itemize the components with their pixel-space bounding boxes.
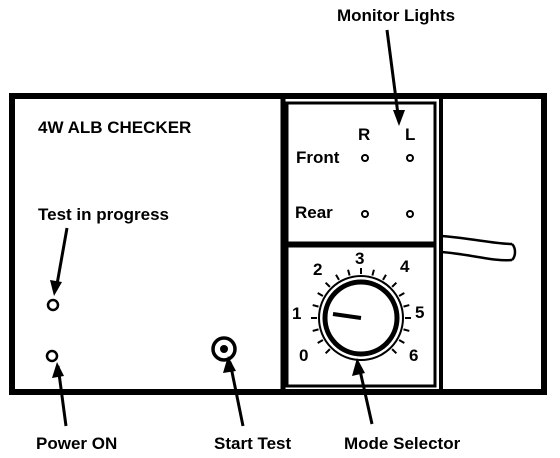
start-test-label: Start Test	[214, 434, 291, 453]
dial-tick	[391, 281, 398, 288]
monitor-row-front: Front	[296, 148, 340, 167]
power-on-lamp	[45, 349, 59, 363]
dial-pos-4: 4	[400, 257, 410, 276]
power-on-arrowhead	[52, 362, 64, 378]
monitor-col-l: L	[405, 125, 415, 144]
mode-selector-label: Mode Selector	[344, 434, 461, 453]
rear-left-light	[406, 210, 414, 218]
dial-tick	[391, 348, 398, 355]
mode-selector-callout-pointer	[357, 365, 374, 425]
start-test-pointer	[228, 361, 245, 427]
test-in-progress-arrowhead	[50, 280, 62, 296]
dial-tick	[398, 339, 405, 344]
front-right-light	[361, 154, 369, 162]
dial-tick	[403, 304, 410, 308]
mode-dial-ticks	[311, 268, 411, 355]
dial-tick	[317, 292, 324, 297]
dial-pos-5: 5	[415, 303, 424, 322]
monitor-row-rear: Rear	[295, 203, 333, 222]
mode-selector-pointer	[332, 312, 362, 320]
monitor-col-r: R	[358, 125, 370, 144]
device-housing	[9, 93, 547, 395]
dial-tick	[324, 348, 331, 355]
dial-pos-2: 2	[313, 260, 322, 279]
start-test-button-center[interactable]	[220, 345, 228, 353]
dial-pos-6: 6	[409, 346, 418, 365]
power-on-label: Power ON	[36, 434, 117, 453]
dial-tick	[312, 304, 319, 308]
test-in-progress-label: Test in progress	[38, 205, 169, 224]
monitor-lights-label: Monitor Lights	[337, 6, 455, 25]
test-in-progress-lamp	[46, 298, 60, 312]
monitor-lights-pointer	[385, 29, 401, 123]
dial-tick	[398, 292, 405, 297]
monitor-lights-box	[285, 101, 437, 245]
dial-tick	[347, 269, 351, 276]
rear-right-light	[361, 210, 369, 218]
dial-tick	[382, 274, 387, 281]
monitor-lights-arrowhead	[393, 110, 405, 126]
dial-tick	[403, 328, 410, 332]
dial-pos-3: 3	[355, 249, 364, 268]
dial-tick	[312, 328, 319, 332]
cable-wire-lower	[440, 250, 513, 262]
dial-tick	[335, 274, 340, 281]
dial-tick	[324, 281, 331, 288]
cable-wire-upper	[440, 234, 513, 246]
panel-title: 4W ALB CHECKER	[38, 118, 191, 137]
cable-end	[511, 243, 517, 261]
dial-pos-0: 0	[299, 346, 308, 365]
dial-pos-1: 1	[292, 304, 301, 323]
front-left-light	[406, 154, 414, 162]
dial-tick	[371, 269, 375, 276]
dial-tick	[317, 339, 324, 344]
start-test-arrowhead	[223, 356, 236, 373]
mode-selector-callout-arrowhead	[352, 358, 365, 376]
test-in-progress-pointer	[54, 227, 69, 291]
mode-selector-box	[285, 244, 437, 388]
